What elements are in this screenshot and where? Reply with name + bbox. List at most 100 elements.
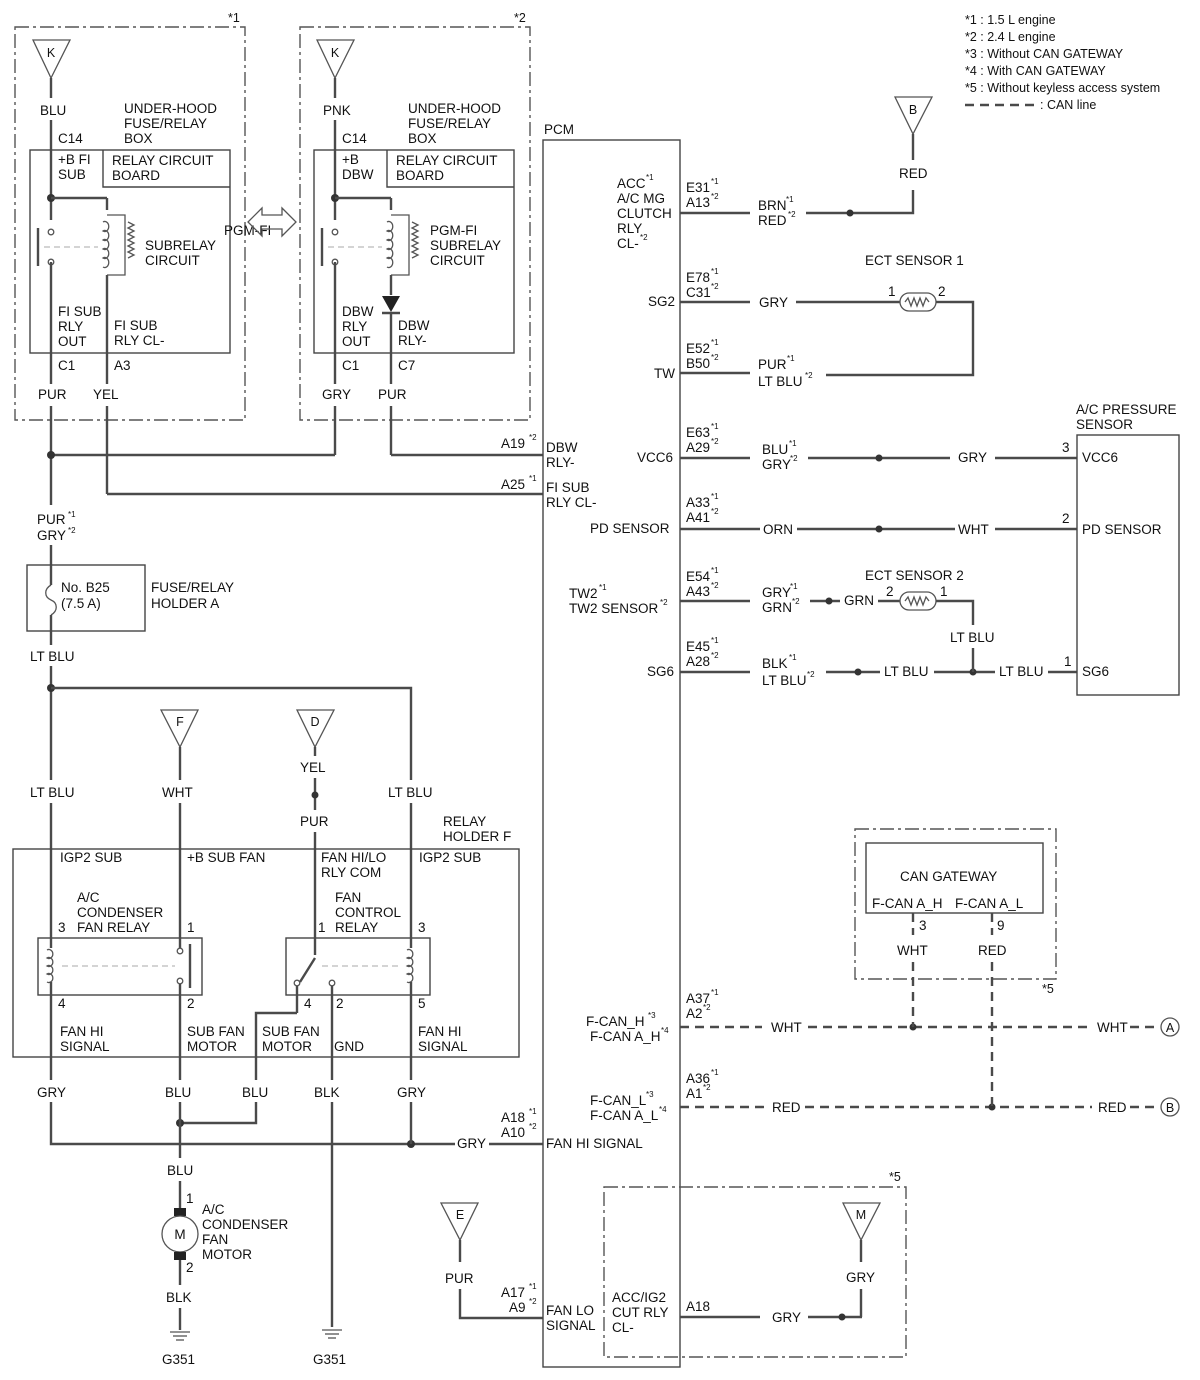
pin-number: 1: [1064, 654, 1072, 669]
wire-color: LT BLU: [30, 649, 75, 664]
pin-function: SG2: [648, 294, 675, 309]
pin-number: 1: [186, 1191, 194, 1206]
pin-function: CL-: [612, 1320, 634, 1335]
pin-number: 2: [187, 996, 195, 1011]
wire-color: RED: [1098, 1100, 1127, 1115]
pin-function: SIGNAL: [418, 1039, 468, 1054]
module-title: CAN GATEWAY: [900, 869, 997, 884]
fan-motor-wiring: GRY BLU BLU BLK GRY GRY A18 *1 A10 *2 FA…: [37, 1080, 643, 1367]
pin-function: FAN HI: [60, 1024, 104, 1039]
pin-function: IGP2 SUB: [419, 850, 481, 865]
pin-label: A41: [686, 510, 710, 525]
pcm: PCM ACC *1 A/C MG CLUTCH RLY CL- *2 E31 …: [542, 122, 1180, 1368]
relay-label: CONTROL: [335, 905, 401, 920]
resistor-icon: [410, 221, 420, 259]
pin-function: GND: [334, 1039, 364, 1054]
circuit-label: SUBRELAY: [430, 238, 501, 253]
pin-function: ACC: [617, 176, 646, 191]
variant-boundary: [854, 828, 1057, 980]
wire-color: RED: [978, 943, 1007, 958]
wire-color: LT BLU: [950, 630, 995, 645]
connector-d-icon: [295, 709, 336, 749]
pin-label: A13: [686, 195, 710, 210]
ac-pressure-sensor-body: [1076, 434, 1180, 696]
variant-mark: *5: [1042, 982, 1054, 996]
box-label: UNDER-HOOD: [408, 101, 501, 116]
ect-sensor-2: ECT SENSOR 2 2 1 LT BLU: [865, 568, 995, 672]
footnote-mark: *1: [529, 474, 537, 483]
box-label: FUSE/RELAY: [408, 116, 491, 131]
footnote-mark: *1: [68, 510, 76, 519]
pin-label: A9: [509, 1300, 526, 1315]
ground-label: G351: [313, 1352, 346, 1367]
box-label: BOX: [124, 131, 153, 146]
wire-color: GRN: [762, 600, 792, 615]
pin-number: 2: [186, 1260, 194, 1275]
footnote-mark: *2: [711, 651, 719, 660]
wire-color: LT BLU: [388, 785, 433, 800]
pin-label: B50: [686, 356, 710, 371]
ac-pressure-sensor: A/C PRESSURE SENSOR 3 VCC6 2 PD SENSOR 1…: [1062, 402, 1180, 696]
wire-color: LT BLU: [762, 673, 807, 688]
pin-function: FAN LO: [546, 1303, 594, 1318]
relay-label: FAN: [335, 890, 361, 905]
pin-function: +B FI: [58, 152, 91, 167]
fuse-b25: PUR *1 GRY *2 No. B25 (7.5 A) FUSE/RELAY…: [26, 510, 413, 780]
footnote-mark: *1: [711, 566, 719, 575]
sensor-title: ECT SENSOR 1: [865, 253, 964, 268]
pin-function: SIGNAL: [546, 1318, 596, 1333]
wire-color: PUR: [758, 357, 787, 372]
pin-function: DBW: [342, 167, 374, 182]
fuse-rating: (7.5 A): [61, 596, 101, 611]
pin-label: A37: [686, 991, 710, 1006]
legend-can-line: : CAN line: [1040, 98, 1096, 112]
pin-function: +B: [342, 152, 359, 167]
pin-function: RLY: [58, 319, 83, 334]
motor-label: FAN: [202, 1232, 228, 1247]
pin-number: 2: [938, 284, 946, 299]
wire-color: BLU: [167, 1163, 193, 1178]
pin-function: +B SUB FAN: [187, 850, 265, 865]
pin-number: 3: [58, 920, 66, 935]
pin-label: E78: [686, 270, 710, 285]
wire-color: GRY: [37, 1085, 66, 1100]
pin-number: 3: [418, 920, 426, 935]
wire-color: GRY: [958, 450, 987, 465]
pin-function: RLY CL-: [546, 495, 597, 510]
footnote-mark: *2: [660, 598, 668, 607]
board-label: BOARD: [396, 168, 444, 183]
acc-ig2-cut-relay: *5 ACC/IG2 CUT RLY CL- A18 GRY M GRY: [603, 1170, 907, 1358]
wire-color: PNK: [323, 103, 351, 118]
pin-function: SIGNAL: [60, 1039, 110, 1054]
connector-f-icon: [159, 709, 200, 749]
pin-label: E63: [686, 425, 710, 440]
pin-label: C14: [342, 131, 367, 146]
wire-color: WHT: [897, 943, 928, 958]
footnote-mark: *2: [711, 353, 719, 362]
wire-color: GRY: [762, 585, 791, 600]
variant-boundary: [603, 1186, 907, 1358]
pin-label: A3: [114, 358, 131, 373]
ground-icon: [170, 1331, 190, 1341]
wire-color: ORN: [763, 522, 793, 537]
relay-label: A/C: [77, 890, 100, 905]
wire-color: LT BLU: [758, 374, 803, 389]
pin-function: CUT RLY: [612, 1305, 669, 1320]
legend-note: *1 : 1.5 L engine: [965, 13, 1056, 27]
wire-color: WHT: [1097, 1020, 1128, 1035]
pin-number: 1: [318, 920, 326, 935]
wire-color: WHT: [958, 522, 989, 537]
relay-coil-icon: [405, 948, 414, 984]
footnote-mark: *2: [711, 192, 719, 201]
pin-function: F-CAN_H: [586, 1014, 645, 1029]
connector-k-icon: [315, 39, 356, 80]
can-gateway-body: [865, 842, 1044, 914]
ground-label: G351: [162, 1352, 195, 1367]
legend: *1 : 1.5 L engine *2 : 2.4 L engine *3 :…: [965, 13, 1160, 112]
connector-a-icon: [1160, 1017, 1180, 1037]
resistor-icon: [126, 221, 136, 259]
pin-label: C14: [58, 131, 83, 146]
pin-label: C1: [58, 358, 75, 373]
pin-function: SUB FAN: [262, 1024, 320, 1039]
wire-color: GRY: [322, 387, 351, 402]
